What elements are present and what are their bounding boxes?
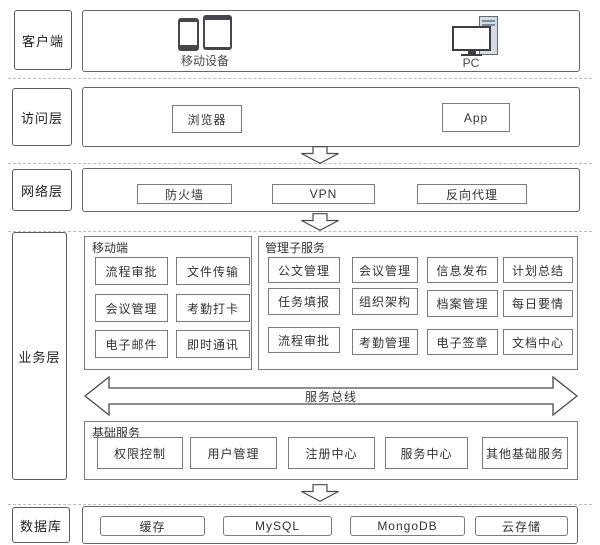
- double-arrow-icon: [84, 376, 578, 416]
- layer-separator-2: [8, 163, 592, 164]
- layer-separator-3: [8, 231, 592, 232]
- client-layer-panel: [82, 10, 580, 72]
- node-registry-center: 注册中心: [288, 437, 375, 469]
- service-bus-label: 服务总线: [304, 389, 357, 404]
- pc-label: PC: [462, 56, 480, 70]
- node-attendance-clockin: 考勤打卡: [176, 294, 250, 322]
- node-archive-management: 档案管理: [427, 290, 498, 317]
- node-info-release: 信息发布: [427, 257, 498, 283]
- mobile-devices-label: 移动设备: [180, 54, 229, 68]
- node-instant-messaging: 即时通讯: [176, 330, 250, 358]
- node-email: 电子邮件: [95, 330, 168, 358]
- node-vpn: VPN: [272, 184, 375, 204]
- layer-label-database: 数据库: [12, 507, 70, 543]
- node-service-center: 服务中心: [385, 437, 468, 469]
- layer-label-network: 网络层: [12, 169, 72, 211]
- node-other-base-services: 其他基础服务: [482, 437, 568, 469]
- mobile-group-title: 移动端: [92, 241, 129, 255]
- node-process-approval: 流程审批: [268, 327, 340, 353]
- pc-monitor-icon: [452, 26, 491, 51]
- node-cache: 缓存: [100, 516, 205, 536]
- node-user-management: 用户管理: [190, 437, 277, 469]
- node-attendance-management: 考勤管理: [352, 329, 418, 355]
- layer-label-access: 访问层: [12, 88, 72, 146]
- node-process-approval-mobile: 流程审批: [95, 257, 168, 285]
- service-bus-arrow: 服务总线: [84, 376, 578, 416]
- node-file-transfer: 文件传输: [176, 257, 250, 285]
- layer-separator-4: [8, 504, 592, 505]
- node-mysql: MySQL: [223, 516, 332, 536]
- down-arrow-icon-2: [300, 213, 340, 231]
- node-org-structure: 组织架构: [352, 288, 418, 315]
- node-firewall: 防火墙: [137, 184, 232, 204]
- node-document-center: 文档中心: [503, 329, 573, 355]
- smartphone-icon: [178, 18, 199, 51]
- tablet-icon: [203, 15, 232, 50]
- layer-label-business: 业务层: [12, 232, 67, 480]
- layer-label-client: 客户端: [14, 10, 72, 70]
- down-arrow-icon-1: [300, 146, 340, 164]
- node-e-signature: 电子签章: [427, 329, 498, 355]
- node-permission-control: 权限控制: [97, 437, 183, 469]
- down-arrow-icon-3: [300, 484, 340, 502]
- node-reverse-proxy: 反向代理: [417, 184, 527, 204]
- node-document-management: 公文管理: [268, 257, 340, 283]
- node-plan-summary: 计划总结: [503, 257, 573, 283]
- pc-monitor-stand: [468, 51, 476, 54]
- node-meeting-management-mobile: 会议管理: [95, 294, 168, 322]
- layer-separator-1: [8, 78, 592, 79]
- base-services-group-title: 基础服务: [92, 426, 141, 440]
- node-task-reporting: 任务填报: [268, 288, 340, 315]
- node-app: App: [442, 103, 510, 132]
- node-mongodb: MongoDB: [350, 516, 465, 536]
- management-group-title: 管理子服务: [265, 241, 326, 255]
- node-daily-briefing: 每日要情: [503, 290, 573, 317]
- node-meeting-management: 会议管理: [352, 257, 418, 283]
- node-cloud-storage: 云存储: [475, 516, 568, 536]
- node-browser: 浏览器: [172, 105, 242, 133]
- pc-monitor-base: [461, 54, 482, 56]
